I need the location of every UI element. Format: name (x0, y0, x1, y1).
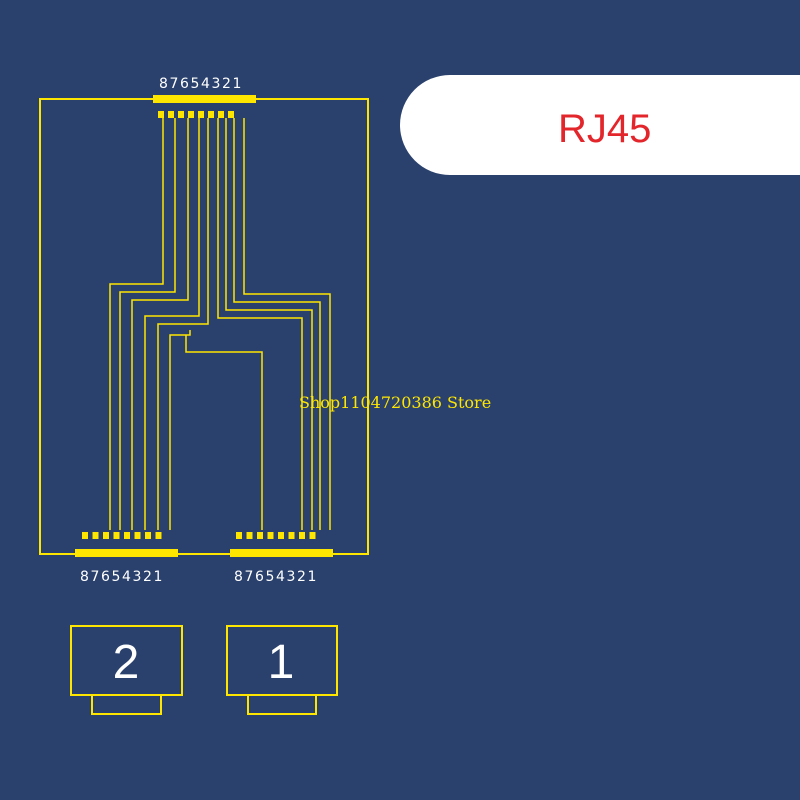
top-connector-bar (153, 95, 256, 103)
left-connector-pins (82, 532, 162, 539)
right-connector-pins (236, 532, 316, 539)
pin-pad (158, 111, 164, 118)
port-2: 2 (70, 625, 183, 715)
right-pin-label: 87654321 (234, 569, 318, 585)
pin-pad (82, 532, 88, 539)
pin-pad (113, 532, 120, 539)
trace (185, 335, 263, 530)
right-connector-bar (230, 549, 333, 557)
port-1: 1 (226, 625, 338, 715)
pin-pad (267, 532, 274, 539)
pin-pad (92, 532, 99, 539)
port-2-tab (91, 694, 162, 715)
pin-pad (155, 532, 162, 539)
trace (157, 118, 209, 530)
pin-pad (188, 111, 194, 118)
port-2-number: 2 (113, 636, 140, 689)
pin-pad (257, 532, 263, 539)
pin-pad (198, 111, 204, 118)
title-banner (400, 75, 800, 175)
port-1-tab (247, 694, 317, 715)
trace (144, 118, 200, 530)
port-1-number: 1 (268, 636, 295, 689)
store-watermark: Shop1104720386 Store (299, 393, 492, 412)
pin-pad (278, 532, 284, 539)
pin-pad (103, 532, 109, 539)
top-connector-pins (158, 111, 234, 118)
trace (225, 118, 313, 530)
trace (119, 118, 176, 530)
trace (109, 118, 164, 530)
trace (233, 118, 321, 530)
trace (131, 118, 189, 530)
pin-pad (288, 532, 295, 539)
trace (217, 118, 303, 530)
pin-pad (208, 111, 214, 118)
left-connector-bar (75, 549, 178, 557)
pin-pad (134, 532, 141, 539)
left-pin-label: 87654321 (80, 569, 164, 585)
trace (169, 330, 191, 530)
pin-pad (236, 532, 242, 539)
wire-traces (109, 118, 331, 530)
pin-pad (228, 111, 234, 118)
board-outline (39, 98, 369, 555)
top-pin-label: 87654321 (159, 76, 243, 92)
pin-pad (299, 532, 305, 539)
pin-pad (246, 532, 253, 539)
page-title: RJ45 (558, 107, 652, 151)
trace (243, 118, 331, 530)
pin-pad (309, 532, 316, 539)
pin-pad (145, 532, 151, 539)
pin-pad (218, 111, 224, 118)
pin-pad (168, 111, 174, 118)
pin-pad (178, 111, 184, 118)
pin-pad (124, 532, 130, 539)
